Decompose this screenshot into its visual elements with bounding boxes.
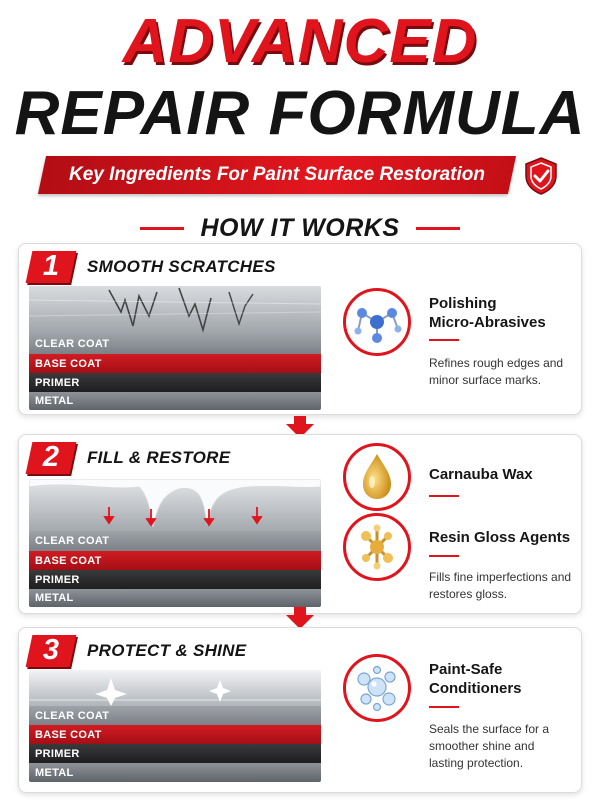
resin-molecule-icon (343, 513, 411, 581)
description-line: Fills fine imperfections and (429, 570, 572, 584)
down-arrow-icon (286, 607, 314, 629)
ingredient-underline (429, 339, 459, 341)
description-line: lasting protection. (429, 756, 524, 770)
heading-rule-right (415, 226, 460, 230)
description-line: Refines rough edges and (429, 356, 564, 370)
step-number: 1 (42, 249, 60, 282)
ingredient-name-line2: Conditioners (429, 680, 522, 697)
ingredient-name-line1: Paint-Safe (429, 661, 503, 678)
ingredient-carnauba-wax: Carnauba Wax (429, 466, 533, 483)
layer-clear-coat: CLEAR COAT (29, 706, 321, 725)
description-line: restores gloss. (429, 587, 508, 601)
paint-layers-diagram: CLEAR COAT BASE COAT PRIMER METAL (29, 479, 321, 607)
step-card-2: 2 FILL & RESTORE CLEAR COAT BASE COAT PR… (18, 434, 582, 614)
ingredient-underline (429, 555, 459, 557)
ingredient-polishing: Polishing Micro-Abrasives (429, 294, 546, 332)
heading-rule-left (140, 226, 185, 230)
ingredient-underline (429, 706, 459, 708)
layer-clear-coat: CLEAR COAT (29, 334, 321, 354)
description-line: minor surface marks. (429, 373, 542, 387)
layer-clear-coat: CLEAR COAT (29, 531, 321, 551)
scratched-surface (29, 286, 321, 334)
layer-metal: METAL (29, 392, 321, 410)
layer-metal: METAL (29, 763, 321, 782)
description-line: smoother shine and (429, 739, 535, 753)
step-title: PROTECT & SHINE (87, 641, 247, 660)
step-description: Fills fine imperfections and restores gl… (429, 569, 579, 603)
filled-surface (29, 479, 321, 531)
paint-layers-diagram: CLEAR COAT BASE COAT PRIMER METAL (29, 286, 321, 410)
step-card-3: 3 PROTECT & SHINE CLEAR COAT BASE COAT P… (18, 627, 582, 793)
step-description: Refines rough edges and minor surface ma… (429, 355, 574, 389)
wax-drop-icon (343, 443, 411, 511)
layer-primer: PRIMER (29, 570, 321, 589)
shield-check-icon (525, 157, 557, 195)
description-line: Seals the surface for a (429, 722, 550, 736)
layer-primer: PRIMER (29, 744, 321, 763)
ingredient-underline (429, 495, 459, 497)
step-card-1: 1 SMOOTH SCRATCHES CLEAR COAT BASE COAT … (18, 243, 582, 415)
title-advanced: ADVANCED (122, 7, 478, 76)
how-it-works-heading: HOW IT WORKS (0, 211, 600, 245)
layer-base-coat: BASE COAT (29, 354, 321, 373)
title-repair-formula: REPAIR FORMULA (14, 79, 586, 148)
paint-layers-diagram: CLEAR COAT BASE COAT PRIMER METAL (29, 670, 321, 782)
step-title: SMOOTH SCRATCHES (87, 257, 276, 276)
molecule-icon (343, 288, 411, 356)
glossy-surface (29, 670, 321, 706)
layer-base-coat: BASE COAT (29, 725, 321, 744)
how-it-works-title: HOW IT WORKS (200, 213, 400, 242)
subtitle-text: Key Ingredients For Paint Surface Restor… (69, 164, 485, 185)
step-title: FILL & RESTORE (87, 448, 231, 467)
ingredient-name-line1: Polishing (429, 295, 497, 312)
step-number: 2 (42, 440, 60, 473)
bubbles-icon (343, 654, 411, 722)
ingredient-resin-gloss: Resin Gloss Agents (429, 529, 571, 546)
step-number: 3 (42, 633, 60, 666)
step-description: Seals the surface for a smoother shine a… (429, 721, 574, 772)
ingredient-name-line2: Micro-Abrasives (429, 314, 546, 331)
layer-primer: PRIMER (29, 373, 321, 392)
ingredient-paint-safe: Paint-Safe Conditioners (429, 660, 522, 698)
down-arrow-icon (286, 416, 314, 438)
layer-base-coat: BASE COAT (29, 551, 321, 570)
layer-metal: METAL (29, 589, 321, 607)
